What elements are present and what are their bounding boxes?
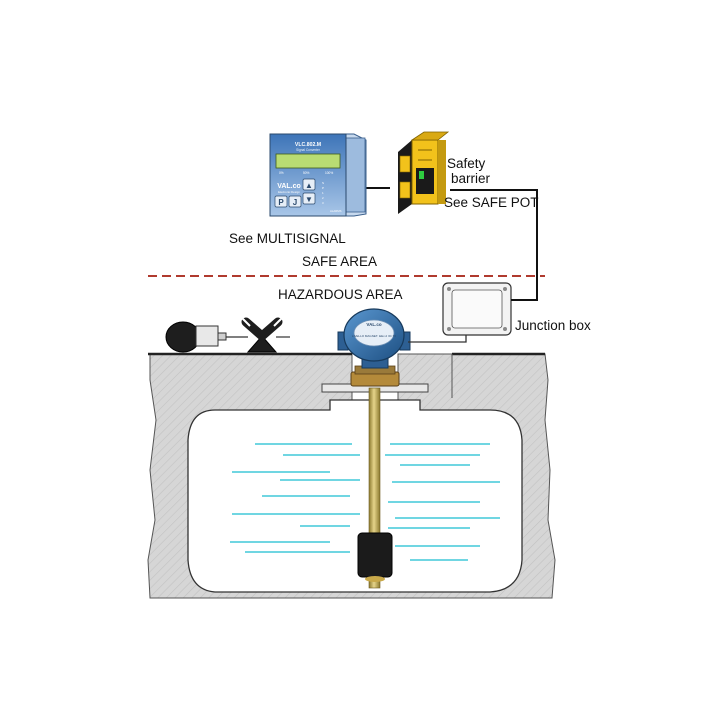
- side-tag-s: S: [322, 181, 324, 185]
- safety-barrier-label-1: Safety: [447, 156, 486, 171]
- head-text: LIVELLO MAGNET. EEx d IIC T6: [352, 334, 396, 338]
- junction-box-label: Junction box: [515, 318, 591, 333]
- pump-icon: [165, 321, 248, 353]
- valve-icon: [239, 315, 290, 353]
- key-j: J: [293, 198, 297, 207]
- level-probe: [350, 365, 400, 589]
- tank: [187, 399, 523, 593]
- side-tag-2: 2: [322, 196, 324, 200]
- scale-100: 100%: [325, 171, 333, 175]
- head-brand: VAL.co: [366, 322, 381, 327]
- junction-box: [442, 282, 512, 336]
- key-down: ▼: [305, 195, 313, 204]
- controller-subtitle: Signal Converter: [296, 148, 321, 152]
- scale-50: 50%: [303, 171, 310, 175]
- controller-panel: VLC.802.M Signal Converter 0% 50% 100% V…: [269, 133, 367, 217]
- key-up: ▲: [305, 181, 313, 190]
- scale-0: 0%: [279, 171, 284, 175]
- controller-model: VLC.802.M: [295, 142, 321, 148]
- controller-brand: VAL.co: [277, 183, 301, 190]
- see-multisignal-label: See MULTISIGNAL: [229, 231, 346, 246]
- side-tag-1: 1: [322, 191, 324, 195]
- see-safe-pot-label: See SAFE POT: [444, 195, 539, 210]
- side-tag-p: P: [322, 186, 324, 190]
- transmitter-head: VAL.co LIVELLO MAGNET. EEx d IIC T6: [337, 308, 411, 369]
- hazardous-area-label: HAZARDOUS AREA: [278, 287, 403, 302]
- controller-brand-sub: Electronic Design: [278, 190, 300, 194]
- safety-barrier-label-2: barrier: [451, 171, 491, 186]
- side-tag-3: 3: [322, 201, 324, 205]
- safety-barrier-module: [398, 131, 450, 214]
- controller-footer: ALARMS: [330, 209, 342, 213]
- safe-area-label: SAFE AREA: [302, 254, 378, 269]
- cable-junction-to-barrier: [450, 189, 538, 301]
- key-p: P: [278, 198, 284, 207]
- liquid-lines: [230, 443, 500, 561]
